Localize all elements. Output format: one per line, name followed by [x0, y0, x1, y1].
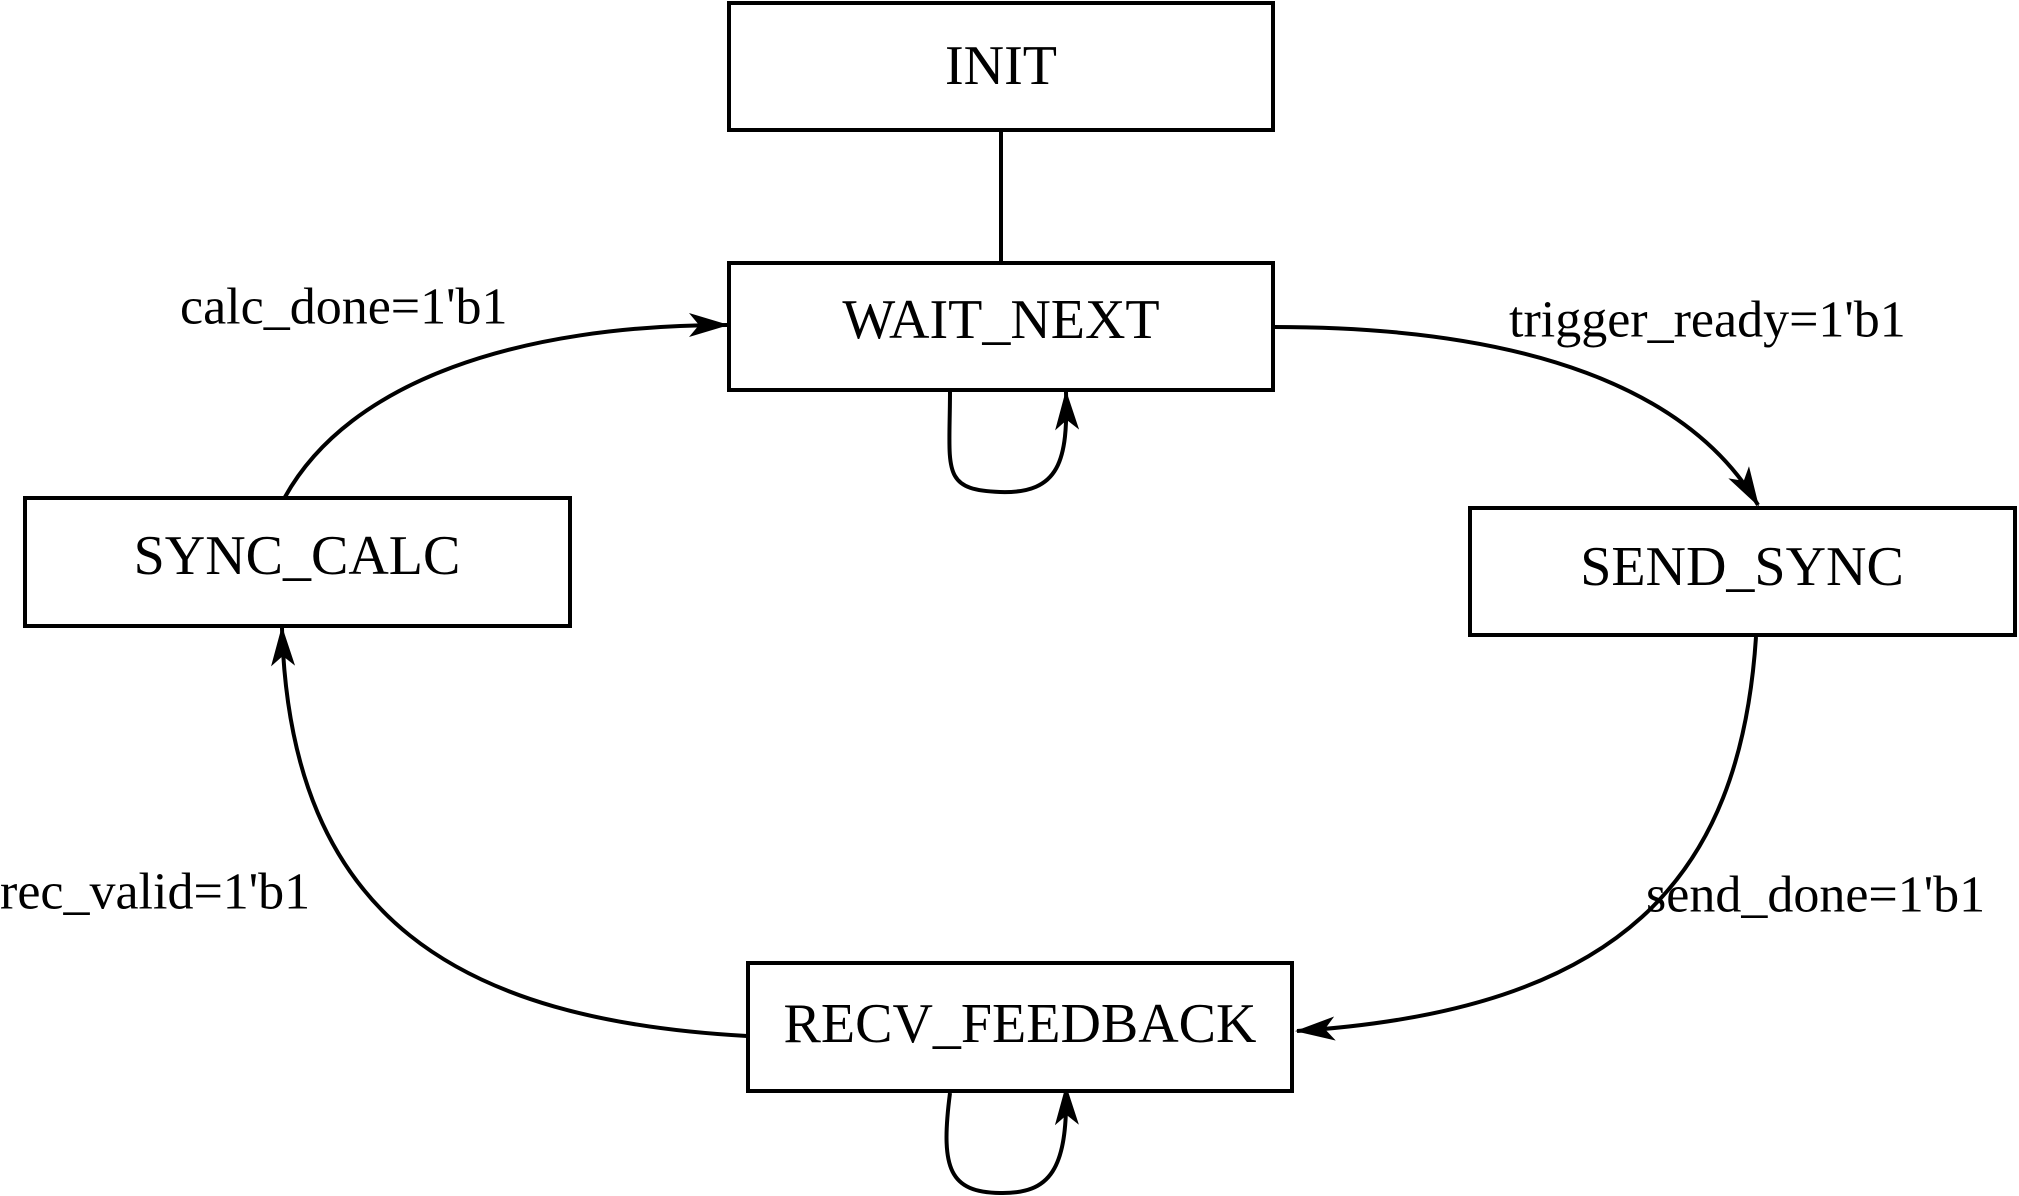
- condition-send-done: send_done=1'b1: [1646, 867, 1985, 924]
- state-recv-feedback: RECV_FEEDBACK: [746, 961, 1294, 1093]
- self-loop-wait-next: [947, 389, 1080, 495]
- state-send-sync: SEND_SYNC: [1468, 506, 2017, 637]
- self-loop-recv-feedback: [944, 1085, 1079, 1196]
- edge-calc-to-wait: [283, 313, 729, 498]
- edge-wait-to-send: [1273, 325, 1760, 507]
- edge-recv-to-calc: [271, 626, 748, 1038]
- state-wait-next-label: WAIT_NEXT: [842, 289, 1159, 351]
- state-wait-next: WAIT_NEXT: [727, 261, 1275, 392]
- condition-rec-valid: rec_valid=1'b1: [0, 864, 310, 921]
- state-sync-calc: SYNC_CALC: [23, 496, 572, 628]
- condition-calc-done: calc_done=1'b1: [180, 279, 507, 336]
- state-sync-calc-label: SYNC_CALC: [134, 525, 461, 587]
- state-init: INIT: [727, 1, 1275, 132]
- state-recv-feedback-label: RECV_FEEDBACK: [784, 993, 1257, 1055]
- state-send-sync-label: SEND_SYNC: [1580, 536, 1904, 598]
- edge-send-to-recv: [1295, 636, 1758, 1041]
- state-init-label: INIT: [945, 35, 1057, 97]
- condition-trigger-ready: trigger_ready=1'b1: [1509, 292, 1906, 349]
